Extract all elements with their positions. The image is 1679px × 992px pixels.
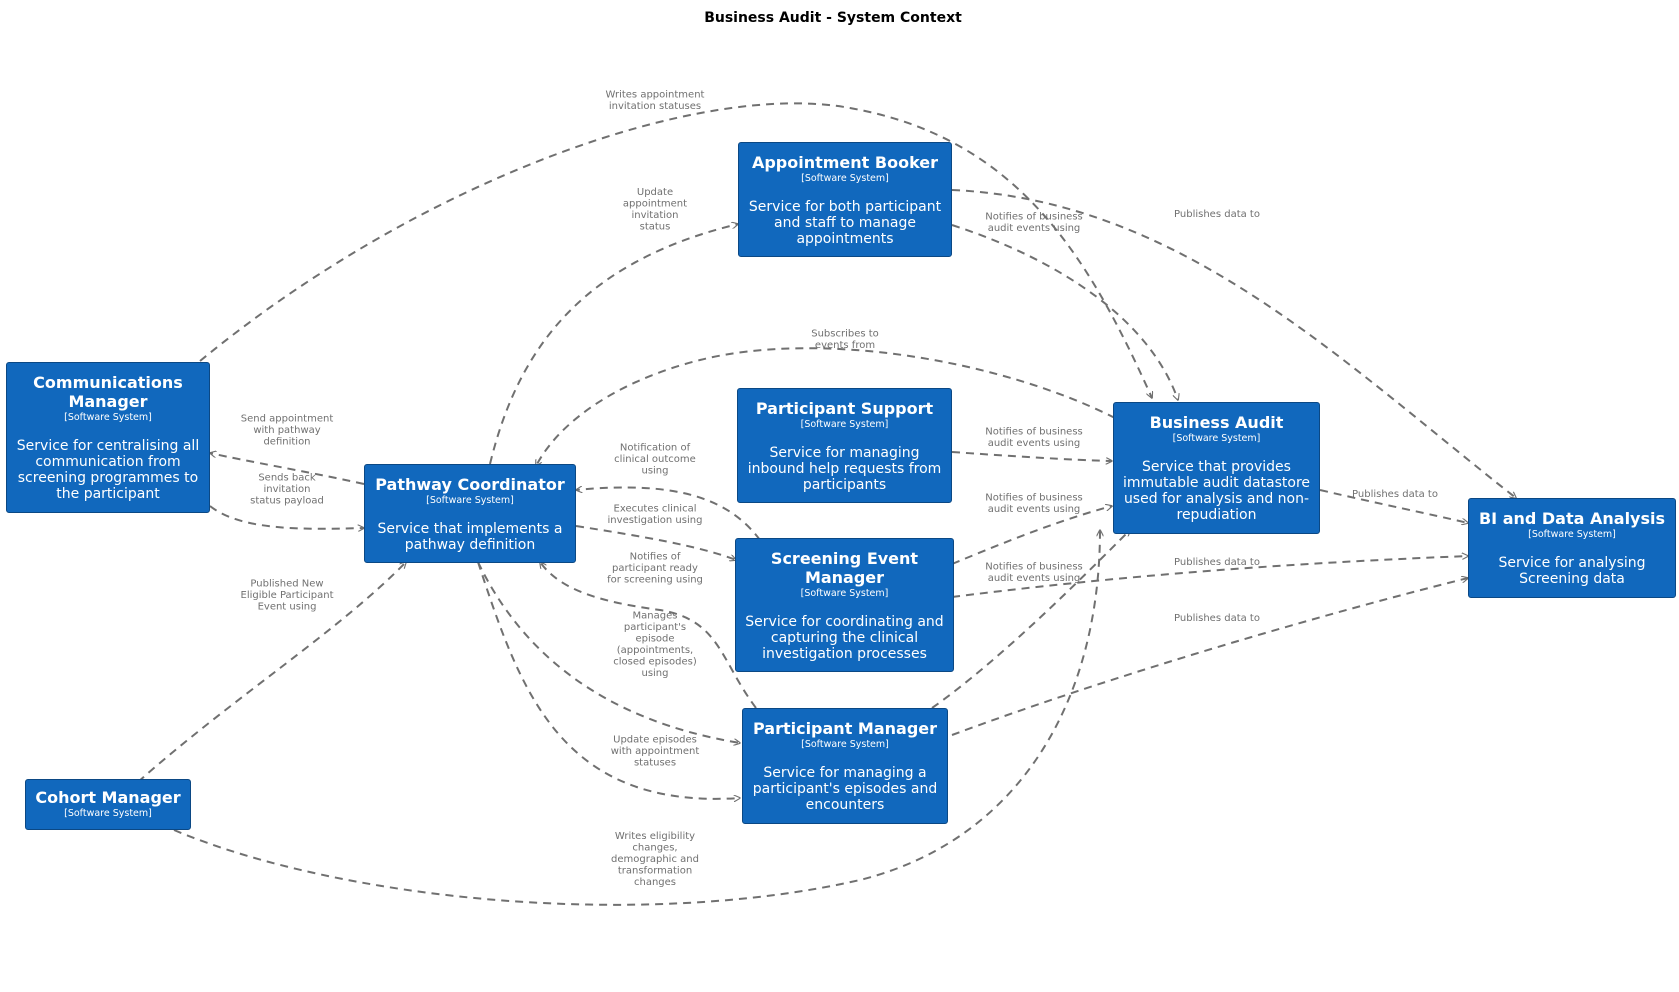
system-tech: [Software System] (801, 172, 889, 184)
edge-executes-clinical (575, 525, 736, 560)
edge-ab-publishes (951, 189, 1516, 498)
system-participant-support[interactable]: Participant Support [Software System] Se… (737, 388, 952, 503)
system-cohort-manager[interactable]: Cohort Manager [Software System] (25, 779, 191, 830)
system-name: Pathway Coordinator (375, 474, 565, 494)
system-name: Cohort Manager (35, 787, 181, 807)
edge-notification-clinical (576, 487, 761, 541)
system-tech: [Software System] (426, 494, 514, 506)
system-description: Service for managing inbound help reques… (747, 444, 942, 493)
edge-sem-notifies (951, 506, 1112, 565)
edge-writes-appointment-invitation (199, 102, 1152, 398)
system-name: Business Audit (1149, 413, 1284, 432)
system-description: Service for centralising all communicati… (16, 438, 200, 502)
label-pm-publishes: Publishes data to (1174, 613, 1260, 624)
edge-ps-notifies (951, 451, 1112, 461)
system-name: BI and Data Analysis (1478, 509, 1666, 528)
system-business-audit[interactable]: Business Audit [Software System] Service… (1113, 402, 1320, 534)
edge-subscribes (536, 347, 1116, 466)
edge-ba-publishes (1319, 489, 1468, 523)
system-tech: [Software System] (801, 739, 889, 750)
system-bi-data-analysis[interactable]: BI and Data Analysis [Software System] S… (1468, 498, 1676, 598)
system-screening-event-manager[interactable]: Screening Event Manager [Software System… (735, 538, 954, 672)
system-description: Service that provides immutable audit da… (1122, 459, 1311, 523)
label-ba-publishes: Publishes data to (1352, 489, 1438, 500)
label-sem-publishes: Publishes data to (1174, 557, 1260, 568)
system-description: Service for analysing Screening data (1498, 555, 1646, 587)
system-tech: [Software System] (1172, 433, 1261, 444)
system-communications-manager[interactable]: Communications Manager [Software System]… (6, 362, 210, 513)
edge-sem-publishes (951, 556, 1468, 598)
system-tech: [Software System] (800, 418, 889, 430)
system-appointment-booker[interactable]: Appointment Booker [Software System] Ser… (738, 142, 952, 257)
system-participant-manager[interactable]: Participant Manager [Software System] Se… (742, 708, 948, 824)
system-pathway-coordinator[interactable]: Pathway Coordinator [Software System] Se… (364, 464, 576, 563)
edge-ab-notifies (951, 224, 1178, 400)
edge-manages-episode (477, 561, 740, 743)
edge-pm-publishes (951, 578, 1468, 736)
edge-send-appointment (210, 453, 365, 485)
edge-writes-eligibility (173, 530, 1100, 906)
system-tech: [Software System] (64, 807, 152, 819)
label-ab-publishes: Publishes data to (1174, 209, 1260, 220)
system-description: Service for both participant and staff t… (748, 198, 942, 247)
edge-pm-notifies (931, 530, 1130, 709)
system-tech: [Software System] (64, 412, 152, 423)
system-description: Service for coordinating and capturing t… (745, 613, 944, 662)
edge-sends-back (209, 505, 364, 529)
system-name: Participant Manager (752, 719, 938, 738)
system-tech: [Software System] (1528, 529, 1616, 540)
edge-published-new (137, 562, 406, 783)
system-name: Screening Event Manager (770, 548, 919, 587)
system-name: Participant Support (755, 398, 934, 418)
edge-notifies-ready (540, 562, 757, 709)
system-description: Service that implements a pathway defini… (377, 520, 563, 553)
system-name: Appointment Booker (751, 152, 939, 172)
system-description: Service for managing a participant's epi… (752, 765, 938, 813)
edge-update-episodes (477, 561, 740, 799)
diagram-title: Business Audit - System Context (704, 10, 962, 26)
system-tech: [Software System] (800, 587, 889, 599)
edge-update-appointment-invitation (489, 224, 738, 465)
system-name: Communications Manager (33, 373, 183, 411)
